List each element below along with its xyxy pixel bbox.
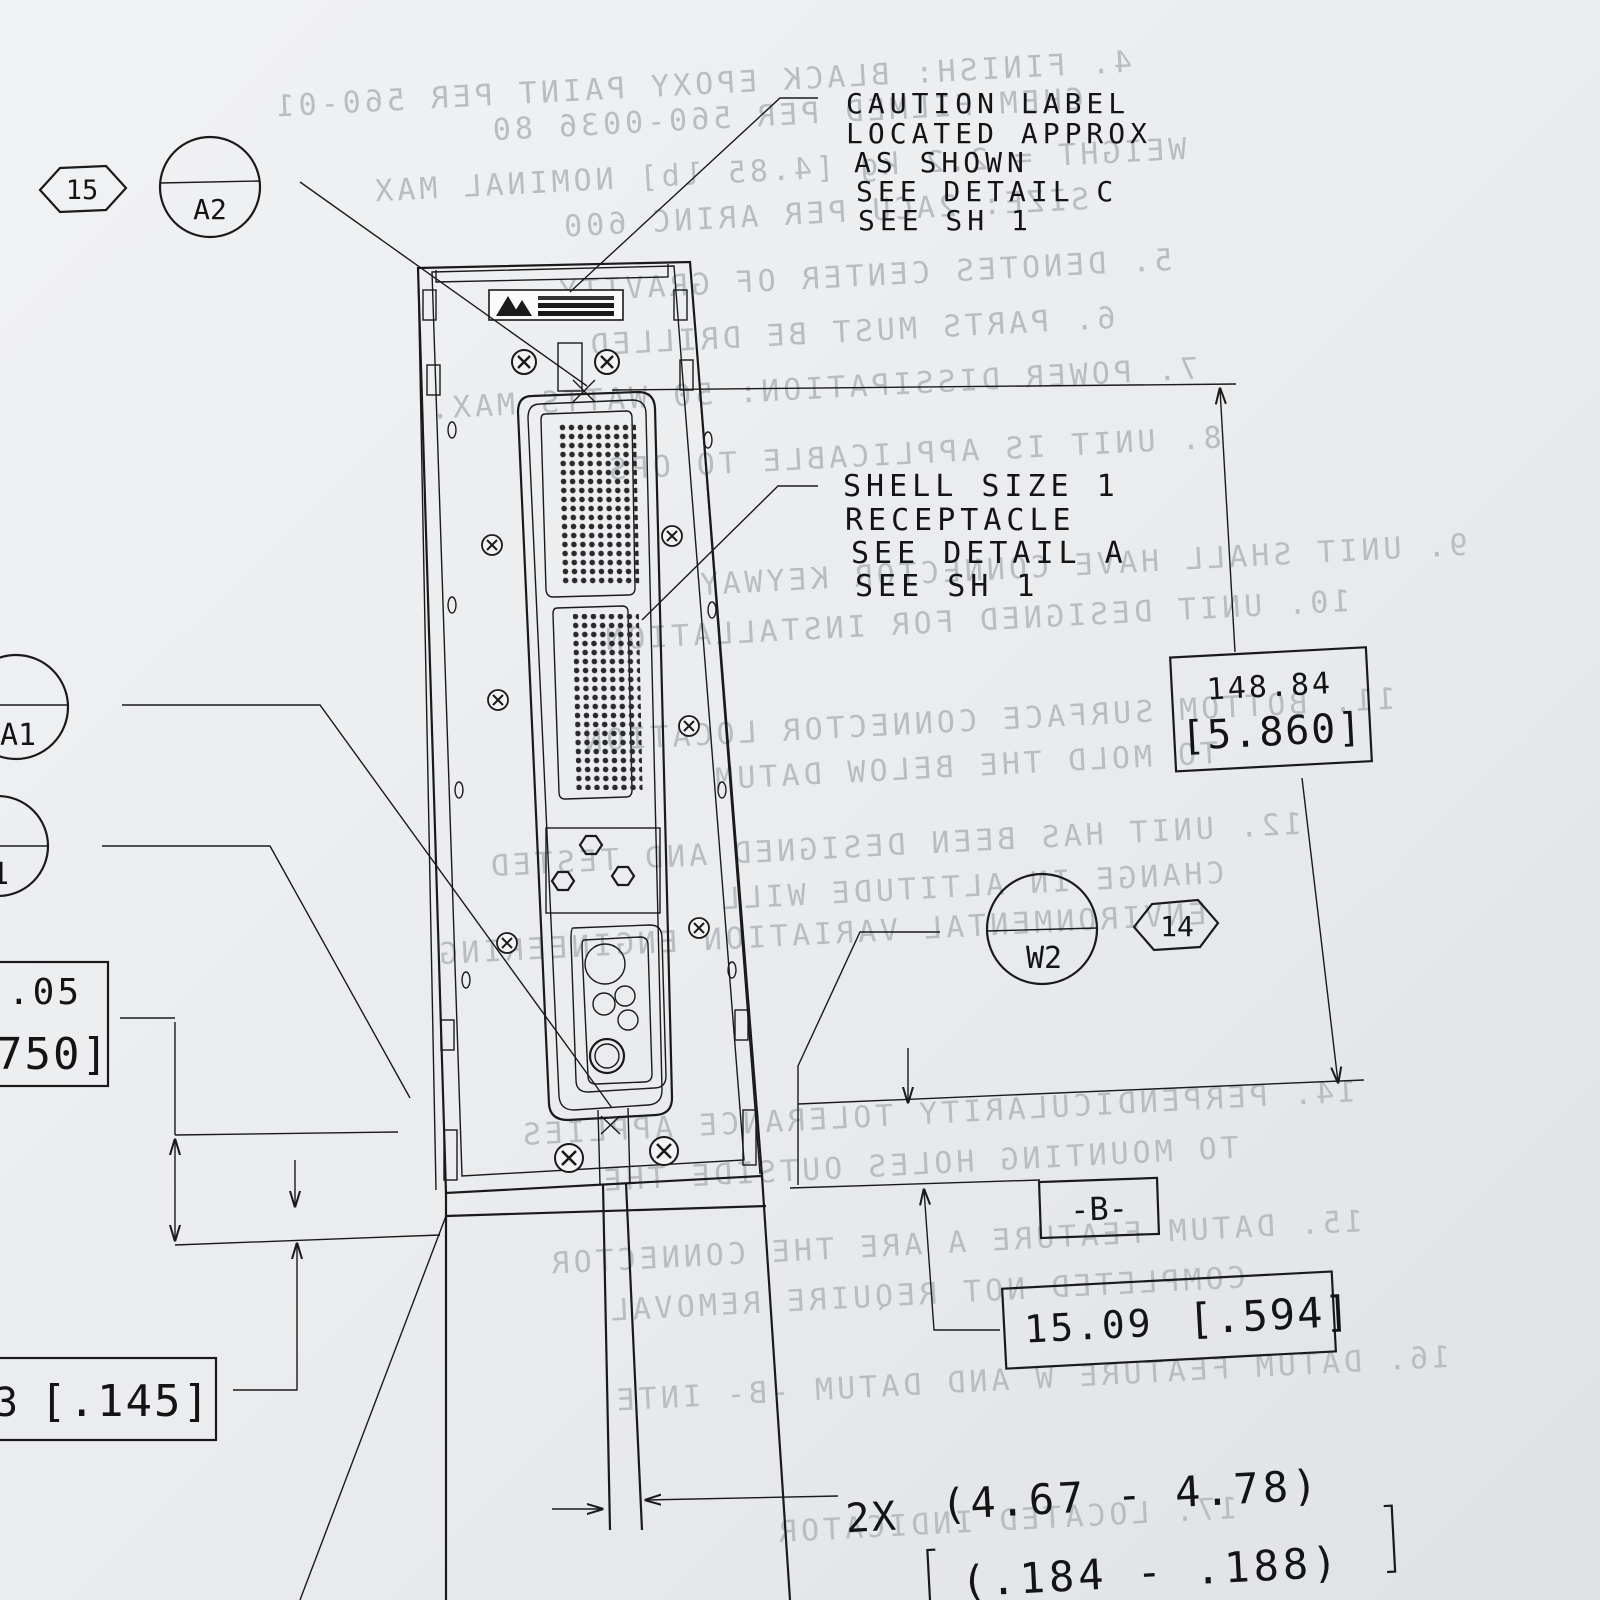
- leader-lines: [102, 97, 940, 1600]
- balloons: 15 A2 A1 1 W2 14: [0, 135, 1220, 986]
- base-right-edge: [760, 1175, 792, 1600]
- unit-front-view: [416, 260, 792, 1600]
- dim-height: 148.84 [5.860]: [1168, 646, 1373, 773]
- screw-icon: [481, 534, 503, 556]
- center-mark-top: [572, 379, 596, 403]
- screw-icon: [678, 715, 700, 737]
- screw-icon: [594, 349, 620, 375]
- dim-leader-145: [233, 1306, 298, 1391]
- screw-icon: [688, 917, 710, 939]
- screw-icon: [554, 1143, 584, 1173]
- left-rail: [417, 267, 437, 1191]
- caution-line-1: CAUTION LABEL: [846, 87, 1130, 120]
- caution-line-5: SEE SH 1: [858, 204, 1033, 237]
- leader-1: [102, 845, 411, 1099]
- caution-callout: CAUTION LABEL LOCATED APPROX AS SHOWN SE…: [846, 87, 1152, 237]
- guide-pin-left: [601, 1183, 612, 1531]
- circle-balloon-1: 1: [0, 794, 50, 898]
- dim-line-upper: [1220, 389, 1236, 653]
- dim-small-145-box: [0, 1356, 218, 1442]
- top-key-post: [557, 342, 583, 392]
- housing-inner-outline: [431, 265, 745, 1177]
- screw-heads: [481, 349, 710, 1173]
- screw-icon: [487, 689, 509, 711]
- datum-b-box: [1037, 1176, 1161, 1240]
- dim-left-05-mm: .05: [8, 972, 82, 1013]
- circle-balloon-w2: W2: [985, 872, 1099, 986]
- caution-line-2: LOCATED APPROX: [846, 117, 1152, 150]
- dim-line-lower: [1301, 777, 1338, 1082]
- center-mark-bottom: [600, 1115, 621, 1135]
- receptacle-shell: [516, 390, 674, 1122]
- screw-icon: [511, 349, 537, 375]
- dim-height-box: [1168, 646, 1373, 773]
- rail-tabs: [422, 289, 757, 1181]
- circle-balloon-a1: A1: [0, 653, 70, 761]
- leader-shell: [641, 485, 818, 621]
- circle-balloon-a1-label: A1: [0, 718, 36, 753]
- extension-top: [611, 383, 1237, 391]
- pin-field-2: [572, 614, 643, 790]
- circle-balloon-w2-label: W2: [1026, 941, 1062, 976]
- shell-line-1: SHELL SIZE 1: [843, 469, 1120, 504]
- dim-width-bracket-left: [926, 1548, 939, 1600]
- leader-bottom: [299, 1215, 447, 1600]
- coax-port: [584, 943, 626, 985]
- dim-width-bracket-right: [1383, 1504, 1397, 1574]
- shell-line-3: SEE DETAIL A: [851, 536, 1128, 571]
- hex-balloon-15: 15: [38, 164, 128, 214]
- dim-left-05: .05 750]: [0, 960, 110, 1088]
- guide-pin-right: [624, 1182, 644, 1531]
- pin-field-1: [557, 422, 640, 586]
- dim-height-mm: 148.84: [1206, 666, 1334, 708]
- top-notch: [435, 264, 669, 283]
- datum-b: -B-: [1037, 1176, 1161, 1240]
- dim-small-145-in: [.145]: [40, 1376, 211, 1427]
- coax-contacts: [550, 834, 636, 892]
- dim-datum-15-09: 15.09 [.594]: [1000, 1270, 1353, 1370]
- dim-left-05-in: 750]: [0, 1029, 110, 1080]
- datum-b-label: -B-: [1069, 1189, 1128, 1229]
- screw-icon: [649, 1136, 679, 1166]
- coax-block: [545, 827, 661, 914]
- caution-label-plate: [488, 289, 624, 321]
- extension-bottom: [797, 1079, 1365, 1105]
- caution-line-4: SEE DETAIL C: [856, 175, 1118, 208]
- dimension-lines: [120, 383, 1365, 1509]
- dim-width-prefix: 2X: [844, 1494, 899, 1543]
- hex-balloon-14: 14: [1132, 898, 1220, 952]
- circle-balloon-a2: A2: [158, 135, 262, 239]
- caution-line-3: AS SHOWN: [854, 146, 1029, 179]
- dim-leader-15-09: [924, 1190, 1000, 1331]
- dim-datum-mm: 15.09: [1023, 1301, 1155, 1352]
- dim-small-145-mm: 3: [0, 1380, 18, 1426]
- leader-w2: [797, 931, 940, 1185]
- shell-callout: SHELL SIZE 1 RECEPTACLE SEE DETAIL A SEE…: [843, 469, 1128, 604]
- hex-balloon-15-label: 15: [66, 175, 99, 206]
- leader-caution: [569, 97, 818, 293]
- dim-arrow-width-right: [646, 1496, 839, 1500]
- dim-datum-box: [1000, 1270, 1338, 1370]
- circle-balloon-1-label: 1: [0, 857, 9, 892]
- dim-datum-in: [.594]: [1187, 1287, 1353, 1345]
- screw-icon: [496, 932, 518, 954]
- leader-a2: [299, 181, 588, 387]
- extension-datum: [789, 1179, 1041, 1189]
- extension-left-upper: [174, 1131, 399, 1136]
- dim-small-145: 3 [.145]: [0, 1356, 218, 1442]
- hex-balloon-14-label: 14: [1160, 910, 1194, 943]
- shell-line-2: RECEPTACLE: [845, 503, 1076, 538]
- extension-left-lower: [174, 1234, 441, 1246]
- dim-left-05-box: [0, 960, 110, 1088]
- shell-line-4: SEE SH 1: [855, 569, 1040, 604]
- base-line: [445, 1204, 767, 1218]
- dim-height-in: [5.860]: [1180, 705, 1365, 760]
- leader-a1: [122, 704, 613, 1109]
- screw-icon: [661, 525, 683, 547]
- rail-holes: [447, 421, 737, 989]
- circle-balloon-a2-label: A2: [193, 193, 227, 226]
